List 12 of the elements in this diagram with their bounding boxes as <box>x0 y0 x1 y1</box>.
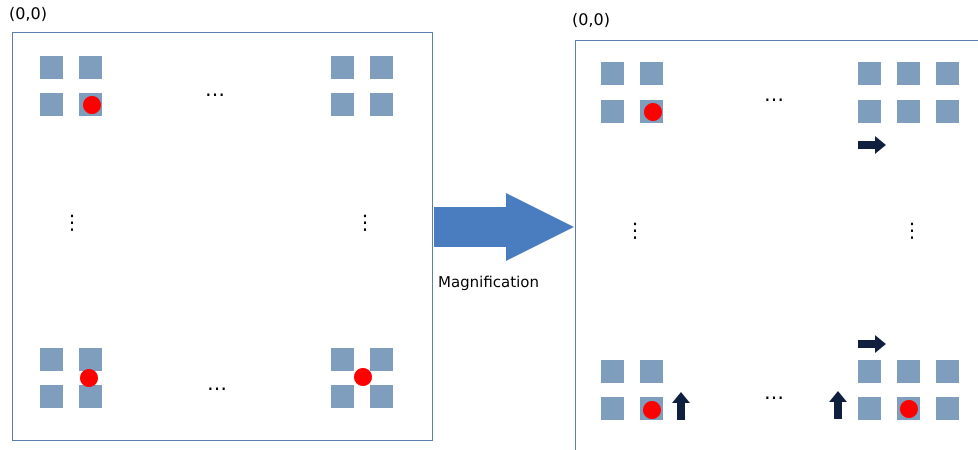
block-arrow <box>434 193 574 261</box>
ellipsis-mark: … <box>764 85 784 103</box>
ellipsis-mark: … <box>205 80 225 98</box>
origin-label: (0,0) <box>572 10 610 30</box>
ellipsis-mark: … <box>207 374 227 392</box>
ellipsis-mark: ⋮ <box>902 221 922 239</box>
edge-label: Magnification <box>438 273 539 291</box>
ellipsis-mark: … <box>764 383 784 401</box>
ellipsis-mark: ⋮ <box>62 213 82 231</box>
ellipsis-mark: ⋮ <box>625 221 645 239</box>
origin-label: (0,0) <box>9 4 47 24</box>
ellipsis-mark: ⋮ <box>355 213 375 231</box>
